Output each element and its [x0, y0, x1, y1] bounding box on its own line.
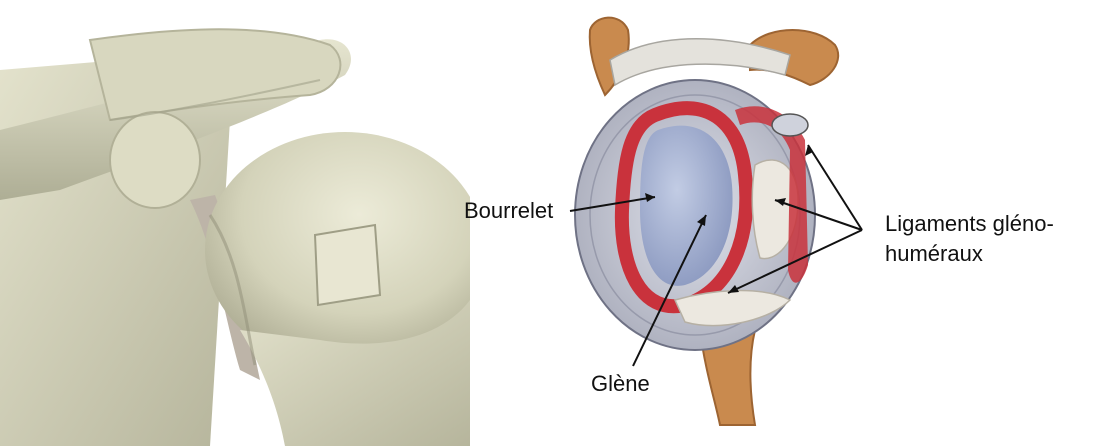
label-bourrelet: Bourrelet	[464, 197, 553, 225]
shoulder-render-svg	[0, 0, 470, 446]
shoulder-3d-render	[0, 0, 470, 446]
label-ligaments-line2: huméraux	[885, 240, 983, 268]
label-glene: Glène	[591, 370, 650, 398]
ligament-arrowhead-1	[805, 145, 813, 156]
coracoid-shape	[110, 112, 200, 208]
label-ligaments-line1: Ligaments gléno-	[885, 210, 1054, 238]
tuberosity-facet	[315, 225, 380, 305]
gh-ligament-inferior	[675, 291, 790, 326]
ligament-leader-1	[808, 145, 862, 230]
biceps-tendon-origin	[772, 114, 808, 136]
